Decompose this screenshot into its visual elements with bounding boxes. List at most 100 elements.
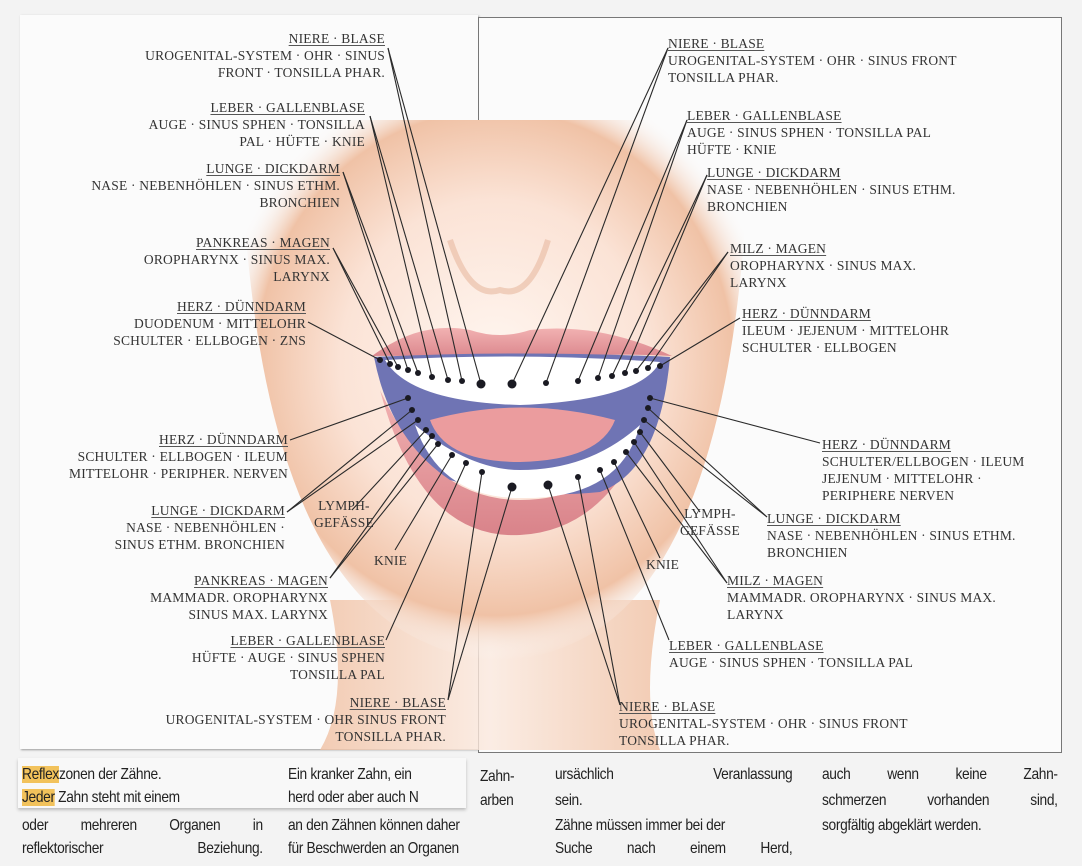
tooth-point xyxy=(633,368,639,374)
organ-label-line: FRONT · TONSILLA PHAR. xyxy=(217,65,385,80)
organ-label-title: MILZ · MAGEN xyxy=(730,241,827,256)
leader-line xyxy=(385,462,467,641)
leader-line xyxy=(647,407,768,518)
organ-label-line: NASE · NEBENHÖHLEN · SINUS ETHM. xyxy=(767,528,1016,543)
tooth-point xyxy=(623,449,629,455)
leader-line xyxy=(394,454,453,551)
organ-label-line: MAMMADR. OROPHARYNX · SINUS MAX. xyxy=(727,590,996,605)
organ-label-title: LEBER · GALLENBLASE xyxy=(230,633,385,648)
leader-line xyxy=(649,397,821,444)
tongue xyxy=(430,407,615,462)
leader-line xyxy=(511,47,669,385)
organ-label-title: NIERE · BLASE xyxy=(288,31,385,46)
leader-line xyxy=(613,461,661,559)
leader-line xyxy=(545,47,669,384)
organ-label-line: BRONCHIEN xyxy=(259,195,340,210)
leader-line xyxy=(447,486,513,701)
organ-label-line: HÜFTE · AUGE · SINUS SPHEN xyxy=(191,650,385,665)
tooth-point xyxy=(645,405,651,411)
leader-line xyxy=(659,317,741,367)
text-col2-line1: Ein kranker Zahn, ein xyxy=(288,766,412,783)
organ-label-line: TONSILLA PHAR. xyxy=(668,70,779,85)
organ-label-title: MILZ · MAGEN xyxy=(727,573,824,588)
organ-label-line: NASE · NEBENHÖHLEN · xyxy=(126,520,285,535)
nose xyxy=(447,239,551,295)
tooth-point xyxy=(435,441,441,447)
tooth-point xyxy=(575,474,581,480)
leader-line xyxy=(286,409,413,513)
leader-line xyxy=(547,484,621,706)
left-organ-label: LEBER · GALLENBLASE HÜFTE · AUGE · SINUS … xyxy=(192,632,385,683)
text-col4-line3: sorgfältig abgeklärt werden. xyxy=(822,817,982,834)
organ-label-line: UROGENITAL-SYSTEM · OHR · SINUS xyxy=(145,48,385,63)
leader-line xyxy=(369,115,449,381)
organ-label-title: LUNGE · DICKDARM xyxy=(767,511,901,526)
tooth-point xyxy=(449,452,455,458)
tooth-point xyxy=(507,379,517,389)
leader-line xyxy=(307,321,381,361)
leader-line xyxy=(611,174,708,377)
organ-label-line: SCHULTER · ELLBOGEN xyxy=(742,340,897,355)
organ-label-line: LARYNX xyxy=(730,275,787,290)
tooth-point xyxy=(479,469,485,475)
tooth-point xyxy=(637,429,643,435)
text-col2-line3: an den Zähnen können daher xyxy=(288,817,460,834)
tooth-point xyxy=(575,378,581,384)
organ-label-line: PERIPHERE NERVEN xyxy=(822,488,955,503)
tooth-point xyxy=(609,373,615,379)
leader-line xyxy=(625,451,728,584)
organ-label-title: NIERE · BLASE xyxy=(668,36,765,51)
tooth-point xyxy=(543,480,553,490)
organ-label-line: SINUS ETHM. BRONCHIEN xyxy=(114,537,285,552)
tooth-point xyxy=(405,367,411,373)
tooth-point xyxy=(429,433,435,439)
tooth-point xyxy=(611,459,617,465)
right-organ-label: LEBER · GALLENBLASE AUGE · SINUS SPHEN · … xyxy=(669,637,913,671)
organ-label-title: LEBER · GALLENBLASE xyxy=(210,100,365,115)
leader-line xyxy=(639,431,701,513)
tooth-point xyxy=(459,378,465,384)
tooth-point xyxy=(409,407,415,413)
organ-label-line: SINUS MAX. LARYNX xyxy=(188,607,328,622)
leader-line xyxy=(369,115,433,378)
organ-label-title: LEBER · GALLENBLASE xyxy=(669,638,824,653)
organ-label-line: SCHULTER · ELLBOGEN · ZNS xyxy=(113,333,306,348)
tooth-point xyxy=(387,361,393,367)
organ-label-line: JEJENUM · MITTELOHR · xyxy=(822,471,982,486)
tooth-point xyxy=(543,380,549,386)
leader-line xyxy=(332,247,391,365)
right-organ-label: MILZ · MAGEN MAMMADR. OROPHARYNX · SINUS … xyxy=(727,572,996,623)
leader-line xyxy=(329,435,433,579)
leader-line xyxy=(342,171,419,374)
text-col2-line2: herd oder aber auch N xyxy=(288,789,419,806)
organ-label-line: SCHULTER · ELLBOGEN · ILEUM xyxy=(77,449,288,464)
lymph-label-left: LYMPH-GEFÄSSE xyxy=(314,498,374,530)
organ-label-title: LUNGE · DICKDARM xyxy=(707,165,841,180)
leader-line xyxy=(447,471,483,701)
organ-label-line: DUODENUM · MITTELOHR xyxy=(134,316,306,331)
right-organ-label: LUNGE · DICKDARM NASE · NEBENHÖHLEN · SIN… xyxy=(767,510,1016,561)
organ-label-line: OROPHARYNX · SINUS MAX. xyxy=(730,258,917,273)
leader-line xyxy=(387,47,482,385)
organ-label-line: OROPHARYNX · SINUS MAX. xyxy=(143,252,330,267)
tooth-point xyxy=(429,374,435,380)
text-col1-line1: Reflexzonen der Zähne. xyxy=(22,766,162,783)
organ-label-line: TONSILLA PHAR. xyxy=(335,729,446,744)
organ-label-line: AUGE · SINUS SPHEN · TONSILLA PAL xyxy=(669,655,914,670)
knie-label-left: KNIE xyxy=(374,553,408,568)
